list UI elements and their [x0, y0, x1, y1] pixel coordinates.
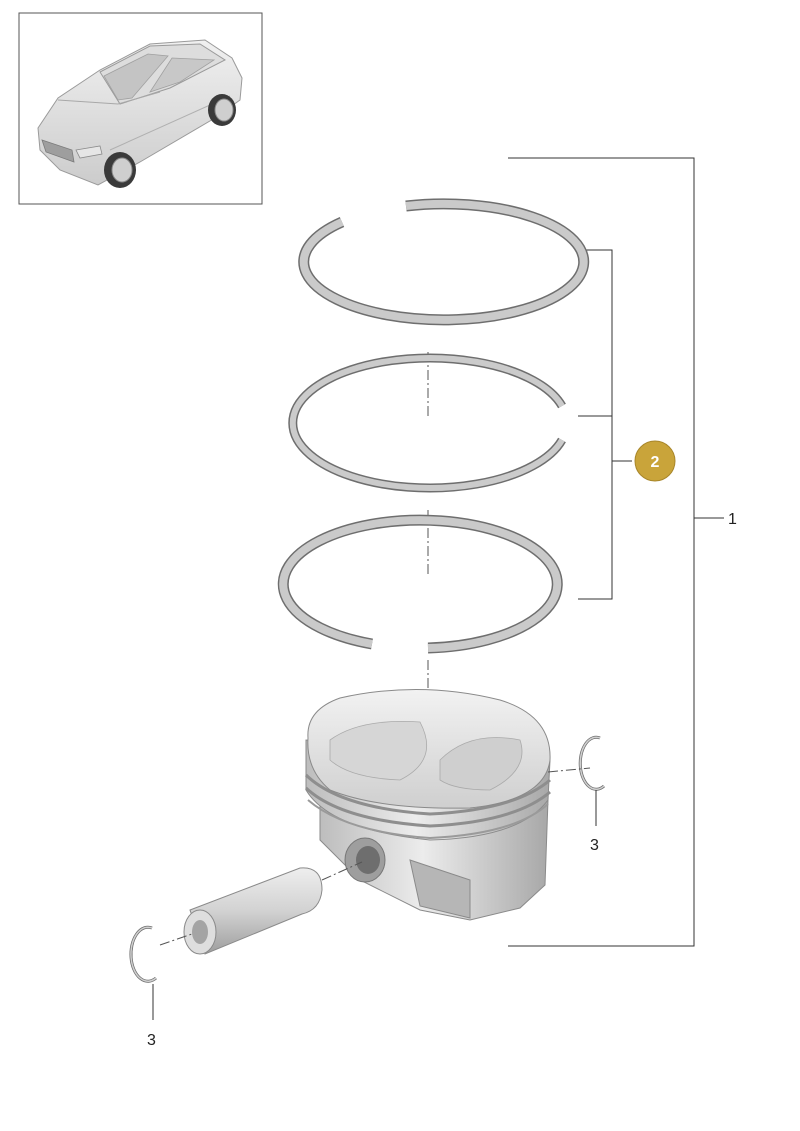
assembly-bracket — [508, 157, 724, 947]
badge-circle — [634, 440, 676, 482]
car-icon — [37, 39, 243, 188]
circlip-right[interactable] — [578, 735, 606, 791]
piston-ring-top[interactable] — [298, 198, 590, 326]
pin-axis — [159, 861, 363, 946]
wrist-pin[interactable] — [183, 867, 323, 955]
circlip-left[interactable] — [129, 925, 157, 983]
circlip-right-axis — [547, 767, 591, 773]
callout-1[interactable]: 1 — [728, 511, 737, 528]
piston-ring-middle[interactable] — [288, 353, 566, 493]
piston-ring-bottom[interactable] — [277, 514, 563, 654]
callout-3-right[interactable]: 3 — [590, 837, 599, 854]
callout-3-left[interactable]: 3 — [147, 1032, 156, 1049]
callout-2-badge[interactable]: 2 — [634, 440, 676, 482]
callout-2: 2 — [651, 454, 660, 471]
vehicle-thumbnail[interactable] — [18, 12, 263, 205]
ring-set-bracket — [578, 249, 632, 600]
piston[interactable] — [304, 688, 551, 921]
